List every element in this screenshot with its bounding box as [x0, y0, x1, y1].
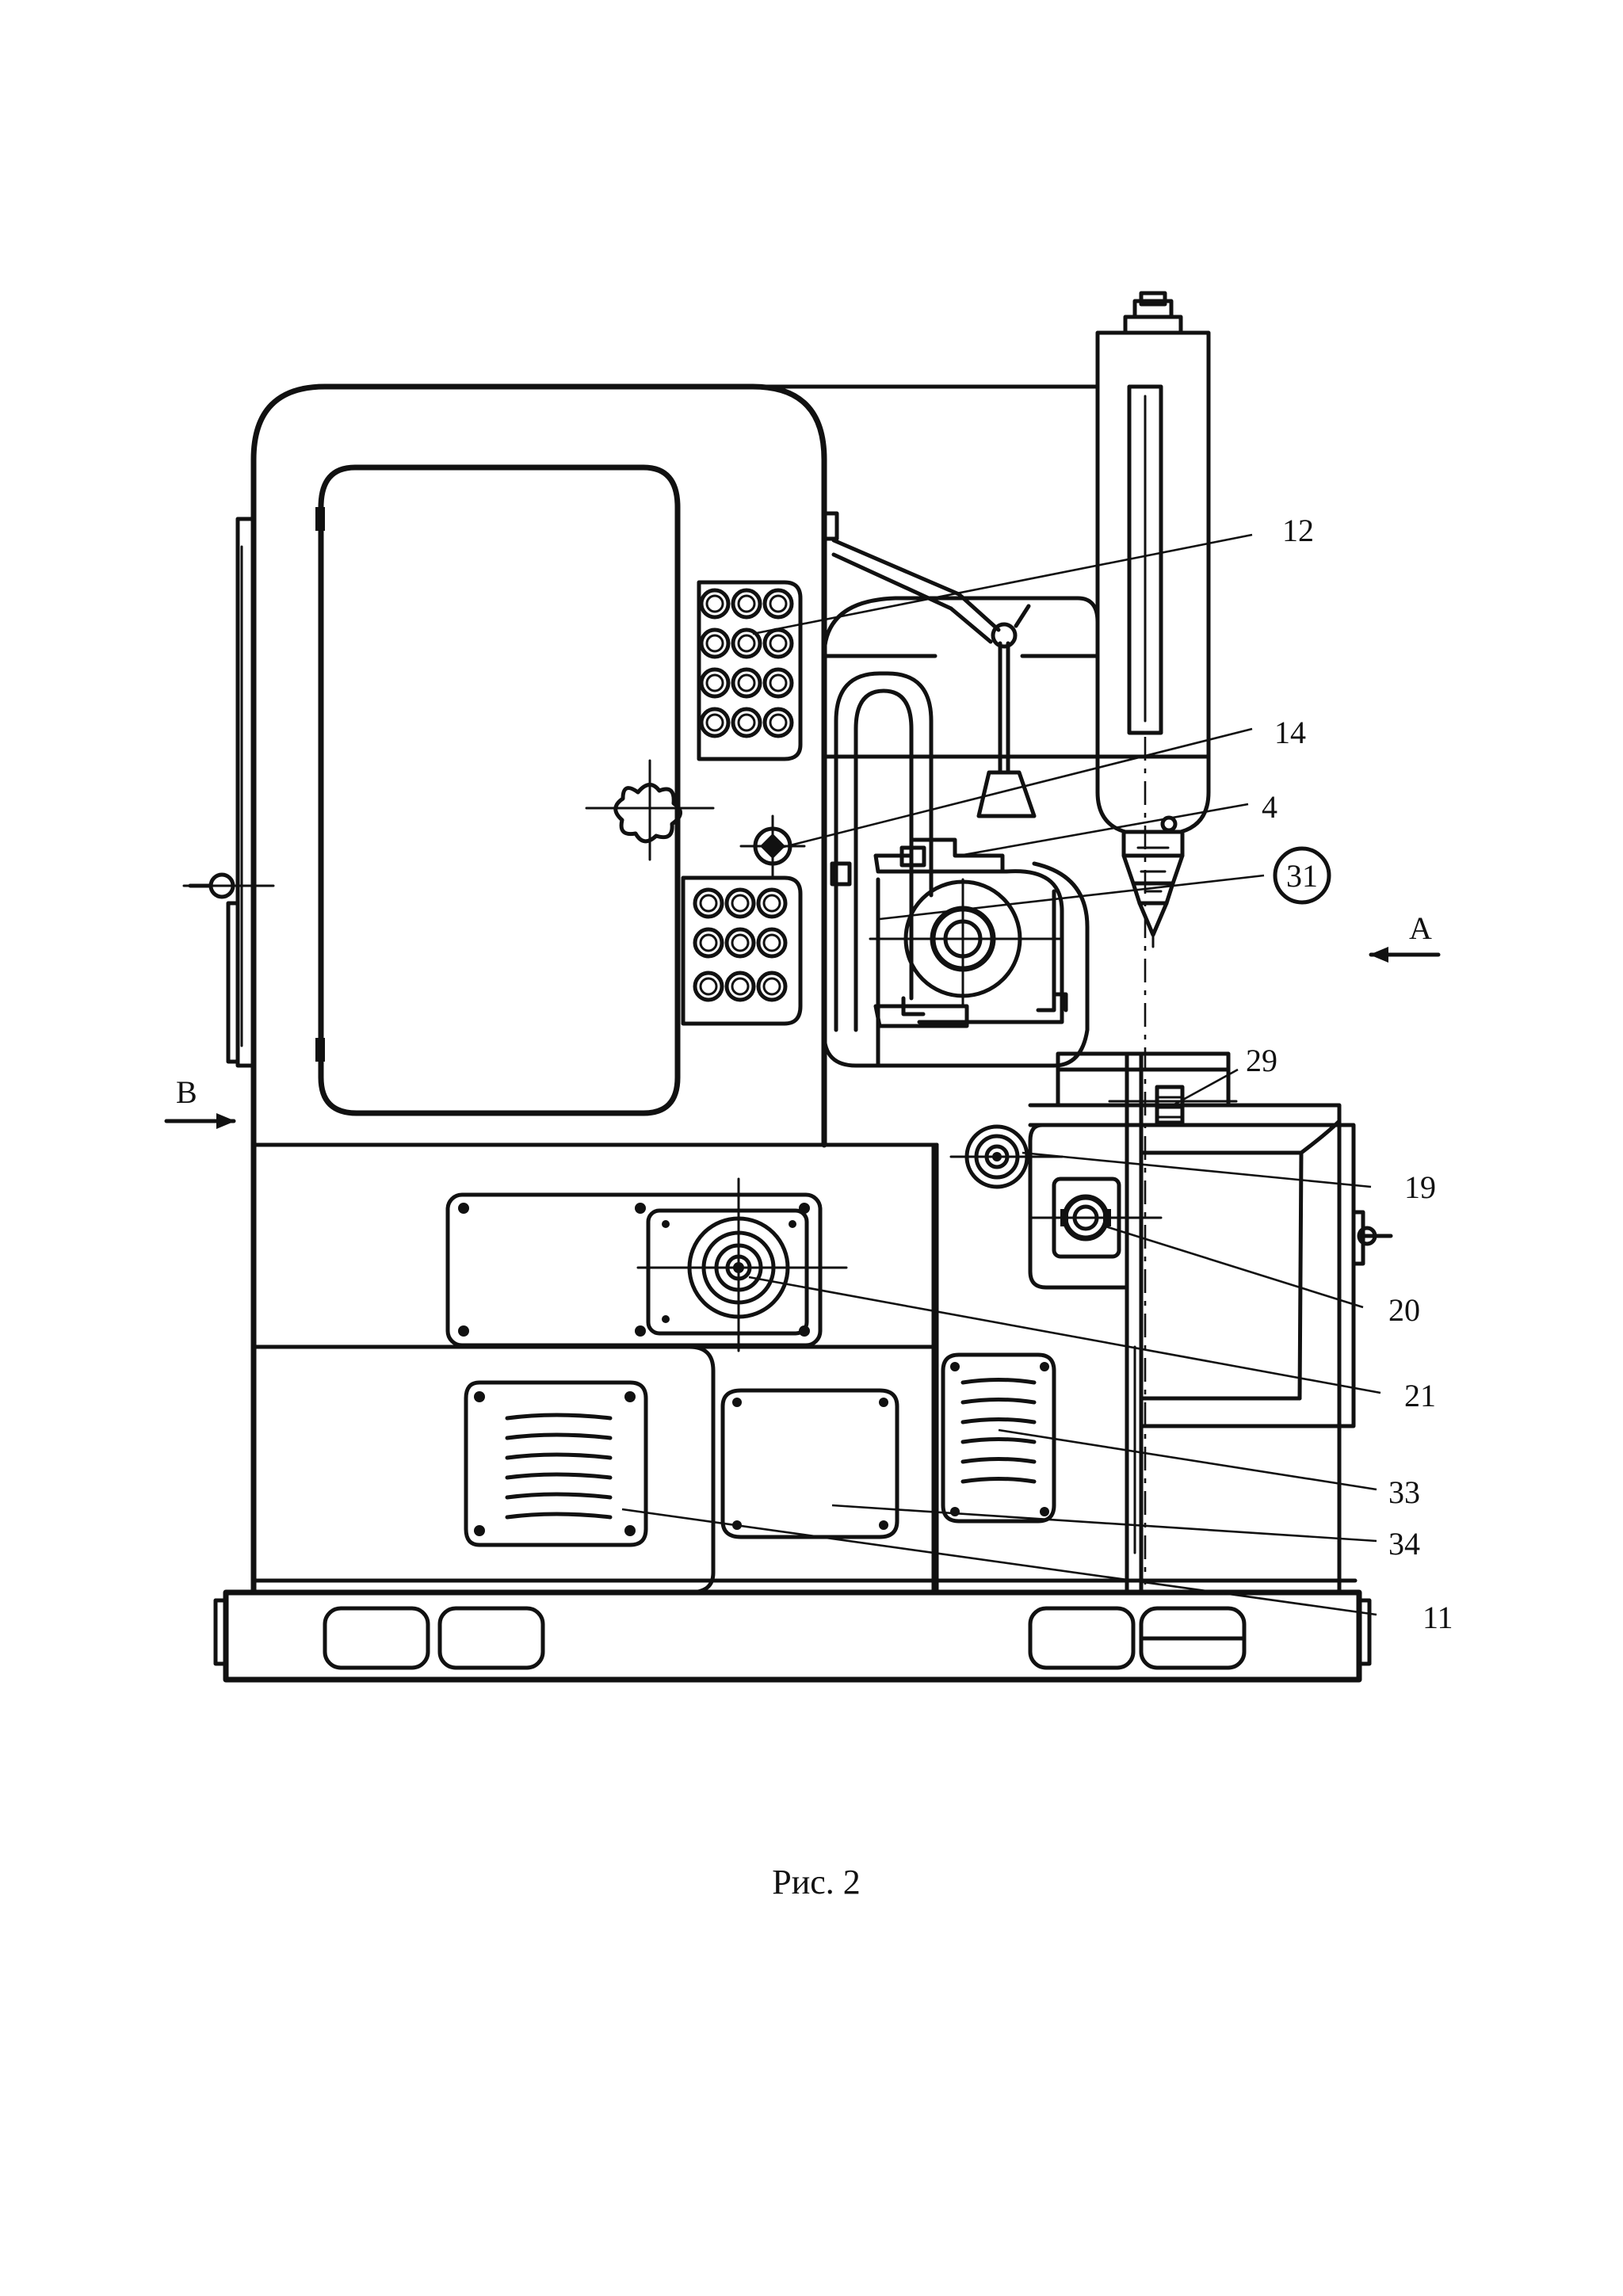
main-column — [182, 383, 1358, 1596]
control-knob — [756, 927, 788, 959]
control-knob — [756, 887, 788, 919]
control-knob — [705, 673, 724, 692]
control-knob — [769, 594, 788, 613]
control-knob — [769, 634, 788, 653]
control-knob — [737, 673, 756, 692]
control-knob — [762, 588, 794, 620]
control-knob — [699, 707, 731, 738]
control-knob — [705, 713, 724, 732]
callout-31-ring — [1273, 846, 1331, 905]
control-knob — [737, 713, 756, 732]
control-knob — [731, 588, 762, 620]
view-arrow-b: B — [164, 1074, 236, 1129]
louvre-slots-11 — [505, 1413, 613, 1520]
control-knob — [737, 594, 756, 613]
callout-19: 19 — [1404, 1169, 1436, 1205]
callout-21: 21 — [1404, 1378, 1436, 1413]
control-knob — [762, 933, 781, 952]
control-knob — [762, 627, 794, 659]
control-knob — [756, 971, 788, 1002]
callout-34: 34 — [1388, 1526, 1420, 1562]
callout-11: 11 — [1423, 1600, 1453, 1635]
view-arrow-a: A — [1369, 910, 1441, 963]
control-knob — [762, 894, 781, 913]
control-knob — [731, 667, 762, 699]
control-knob — [762, 667, 794, 699]
callout-20: 20 — [1388, 1292, 1420, 1328]
control-knob — [705, 634, 724, 653]
control-knob — [731, 627, 762, 659]
machine-base — [213, 1589, 1372, 1683]
figure-caption: Рис. 2 — [772, 1863, 861, 1901]
control-knob — [699, 627, 731, 659]
right-section — [822, 1043, 1393, 1595]
middle-panel-21 — [445, 1177, 848, 1352]
callout-12: 12 — [1282, 513, 1314, 548]
louvre-slots-33 — [960, 1378, 1037, 1484]
control-knob — [693, 887, 724, 919]
control-knob — [737, 634, 756, 653]
control-knob — [699, 933, 718, 952]
control-knob — [731, 933, 750, 952]
callout-33: 33 — [1388, 1474, 1420, 1510]
control-knob — [769, 673, 788, 692]
view-label-a: A — [1409, 910, 1432, 946]
lower-cabinet — [251, 1142, 936, 1595]
control-knob — [731, 707, 762, 738]
control-knob — [699, 588, 731, 620]
control-knob — [724, 971, 756, 1002]
control-knob — [731, 977, 750, 996]
control-knob — [693, 927, 724, 959]
view-label-b: B — [176, 1074, 197, 1110]
spindle-column — [1095, 291, 1211, 948]
control-knob — [699, 977, 718, 996]
leader-lines — [621, 533, 1381, 1616]
control-knob — [769, 713, 788, 732]
control-knob — [762, 977, 781, 996]
control-knob — [699, 894, 718, 913]
control-knob — [762, 707, 794, 738]
callout-29: 29 — [1246, 1043, 1277, 1078]
callout-31: 31 — [1286, 858, 1318, 894]
control-knob — [693, 971, 724, 1002]
control-knob — [731, 894, 750, 913]
control-knob — [705, 594, 724, 613]
control-knob — [724, 927, 756, 959]
callout-14: 14 — [1274, 715, 1306, 750]
callout-4: 4 — [1262, 789, 1277, 825]
button-panel-lower — [693, 887, 788, 1002]
control-knob — [724, 887, 756, 919]
control-knob — [699, 667, 731, 699]
button-panel-upper — [699, 588, 794, 738]
